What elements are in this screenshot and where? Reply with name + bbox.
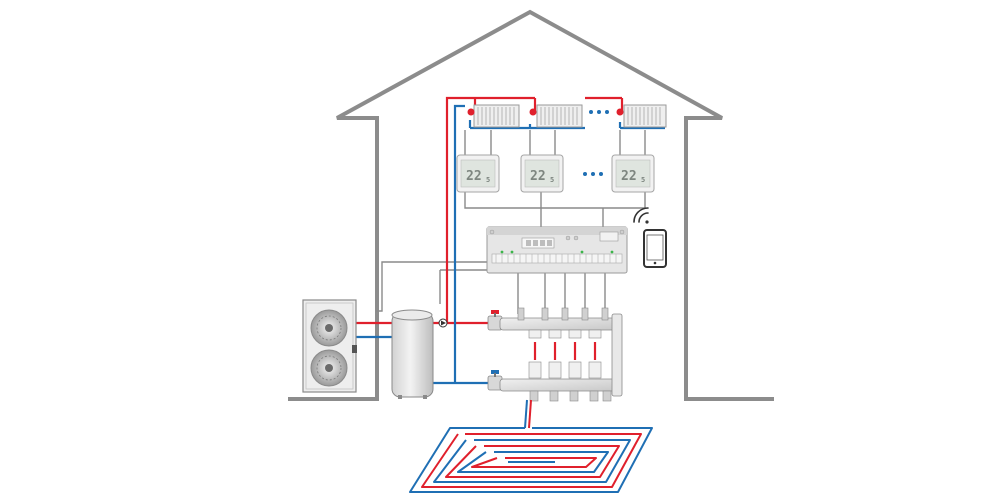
buffer-tank-icon xyxy=(391,309,434,399)
return-pipes xyxy=(355,104,665,385)
house-outline xyxy=(288,9,774,401)
wiring-center-icon[interactable] xyxy=(486,226,628,274)
wifi-icon xyxy=(633,207,649,224)
pump-icon xyxy=(438,318,448,328)
thermostat-3[interactable]: 22 5 xyxy=(611,154,655,193)
thermostat-ellipsis-icon xyxy=(583,172,603,176)
floor-return-riser xyxy=(524,399,528,429)
radiator-1 xyxy=(467,104,520,128)
heat-pump-icon xyxy=(302,299,357,393)
floor-supply-riser xyxy=(528,399,532,429)
valve-supply-icon xyxy=(487,310,503,331)
thermostat-3-display: 22 xyxy=(621,169,637,184)
thermostat-2-display: 22 xyxy=(530,169,546,184)
thermostat-1-suffix: 5 xyxy=(486,176,490,184)
manifold-icon xyxy=(499,307,623,402)
thermostat-1[interactable]: 22 5 xyxy=(456,154,500,193)
radiator-2 xyxy=(529,104,583,128)
thermostat-3-suffix: 5 xyxy=(641,176,645,184)
smartphone-icon[interactable] xyxy=(643,229,667,268)
thermostat-1-display: 22 xyxy=(466,169,482,184)
radiator-3 xyxy=(616,104,667,128)
underfloor-heating-icon xyxy=(409,427,653,493)
thermostat-2-suffix: 5 xyxy=(550,176,554,184)
thermostat-2[interactable]: 22 5 xyxy=(520,154,564,193)
radiator-ellipsis-icon xyxy=(589,110,609,114)
signal-wires xyxy=(376,130,646,314)
